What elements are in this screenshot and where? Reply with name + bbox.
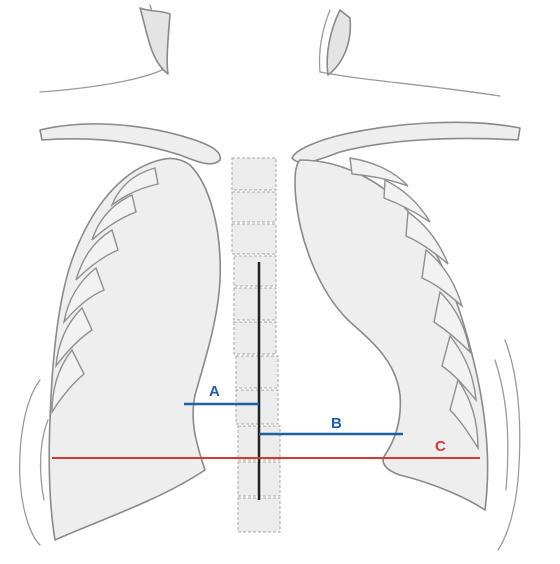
- clavicles: [40, 122, 520, 163]
- label-c: C: [435, 438, 446, 455]
- neck-sketch: [40, 5, 500, 96]
- label-b: B: [331, 415, 342, 432]
- label-a: A: [209, 383, 220, 400]
- spine: [232, 158, 280, 532]
- right-lung: [49, 158, 220, 540]
